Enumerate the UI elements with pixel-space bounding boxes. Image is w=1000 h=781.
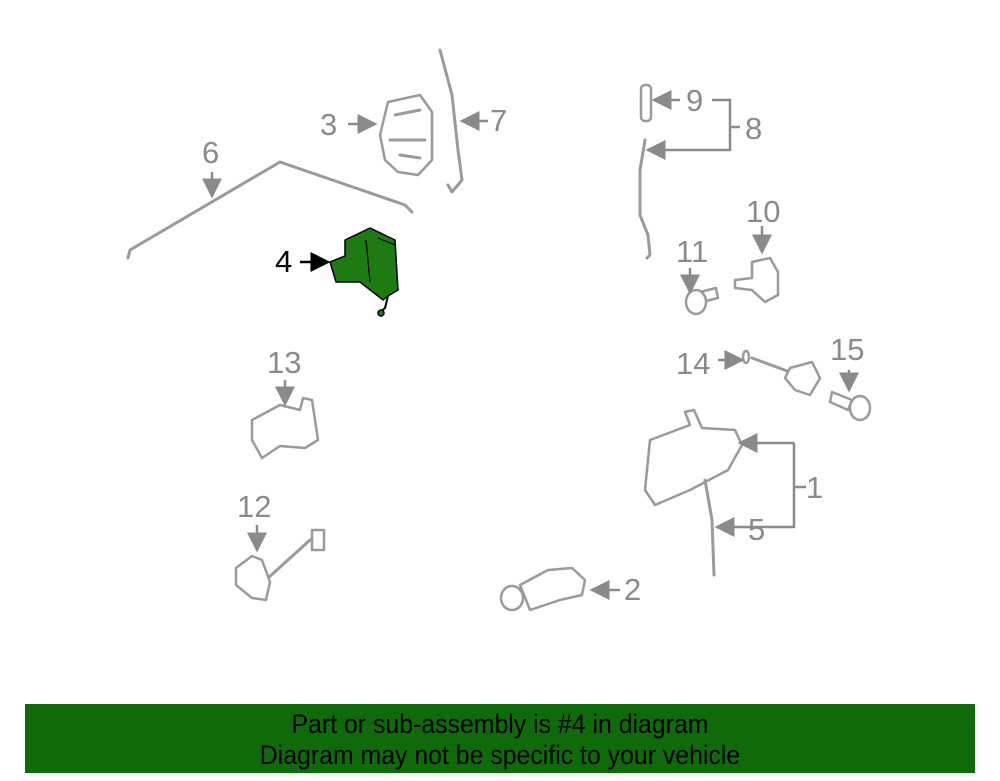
info-banner: Part or sub-assembly is #4 in diagram Di…	[25, 704, 975, 773]
part-12-door-check[interactable]	[234, 528, 326, 602]
callout-2[interactable]: 2	[624, 572, 641, 607]
part-6-rod[interactable]	[126, 160, 414, 260]
part-7-rod[interactable]	[438, 48, 464, 194]
part-2-lock-cylinder[interactable]	[499, 566, 587, 612]
callout-15[interactable]: 15	[830, 332, 864, 367]
callout-11[interactable]: 11	[676, 234, 708, 269]
part-13-hinge[interactable]	[250, 396, 320, 460]
callout-7[interactable]: 7	[490, 103, 507, 138]
callout-3[interactable]: 3	[320, 107, 337, 142]
part-3-lock-actuator[interactable]	[378, 93, 434, 177]
callout-13[interactable]: 13	[267, 345, 301, 380]
callout-8[interactable]: 8	[745, 111, 762, 146]
callout-5[interactable]: 5	[748, 512, 765, 547]
banner-line-1: Part or sub-assembly is #4 in diagram	[291, 709, 709, 739]
callout-12[interactable]: 12	[237, 489, 271, 524]
part-5-rod[interactable]	[703, 478, 716, 577]
leader-lines	[202, 90, 859, 600]
part-10-bracket[interactable]	[733, 256, 780, 304]
part-9-pin[interactable]	[639, 83, 653, 123]
part-15-bolt[interactable]	[828, 390, 872, 422]
banner-line-2: Diagram may not be specific to your vehi…	[259, 740, 741, 770]
callout-9[interactable]: 9	[686, 83, 703, 118]
part-1-outside-handle[interactable]	[643, 408, 744, 507]
part-8-rod[interactable]	[638, 138, 652, 260]
callout-1[interactable]: 1	[806, 470, 823, 505]
part-14-rod[interactable]	[741, 349, 822, 397]
callout-4[interactable]: 4	[275, 244, 292, 279]
callout-10[interactable]: 10	[746, 194, 780, 229]
callout-6[interactable]: 6	[202, 135, 219, 170]
callout-14[interactable]: 14	[676, 346, 710, 381]
part-4-door-lock-actuator[interactable]	[329, 227, 399, 317]
